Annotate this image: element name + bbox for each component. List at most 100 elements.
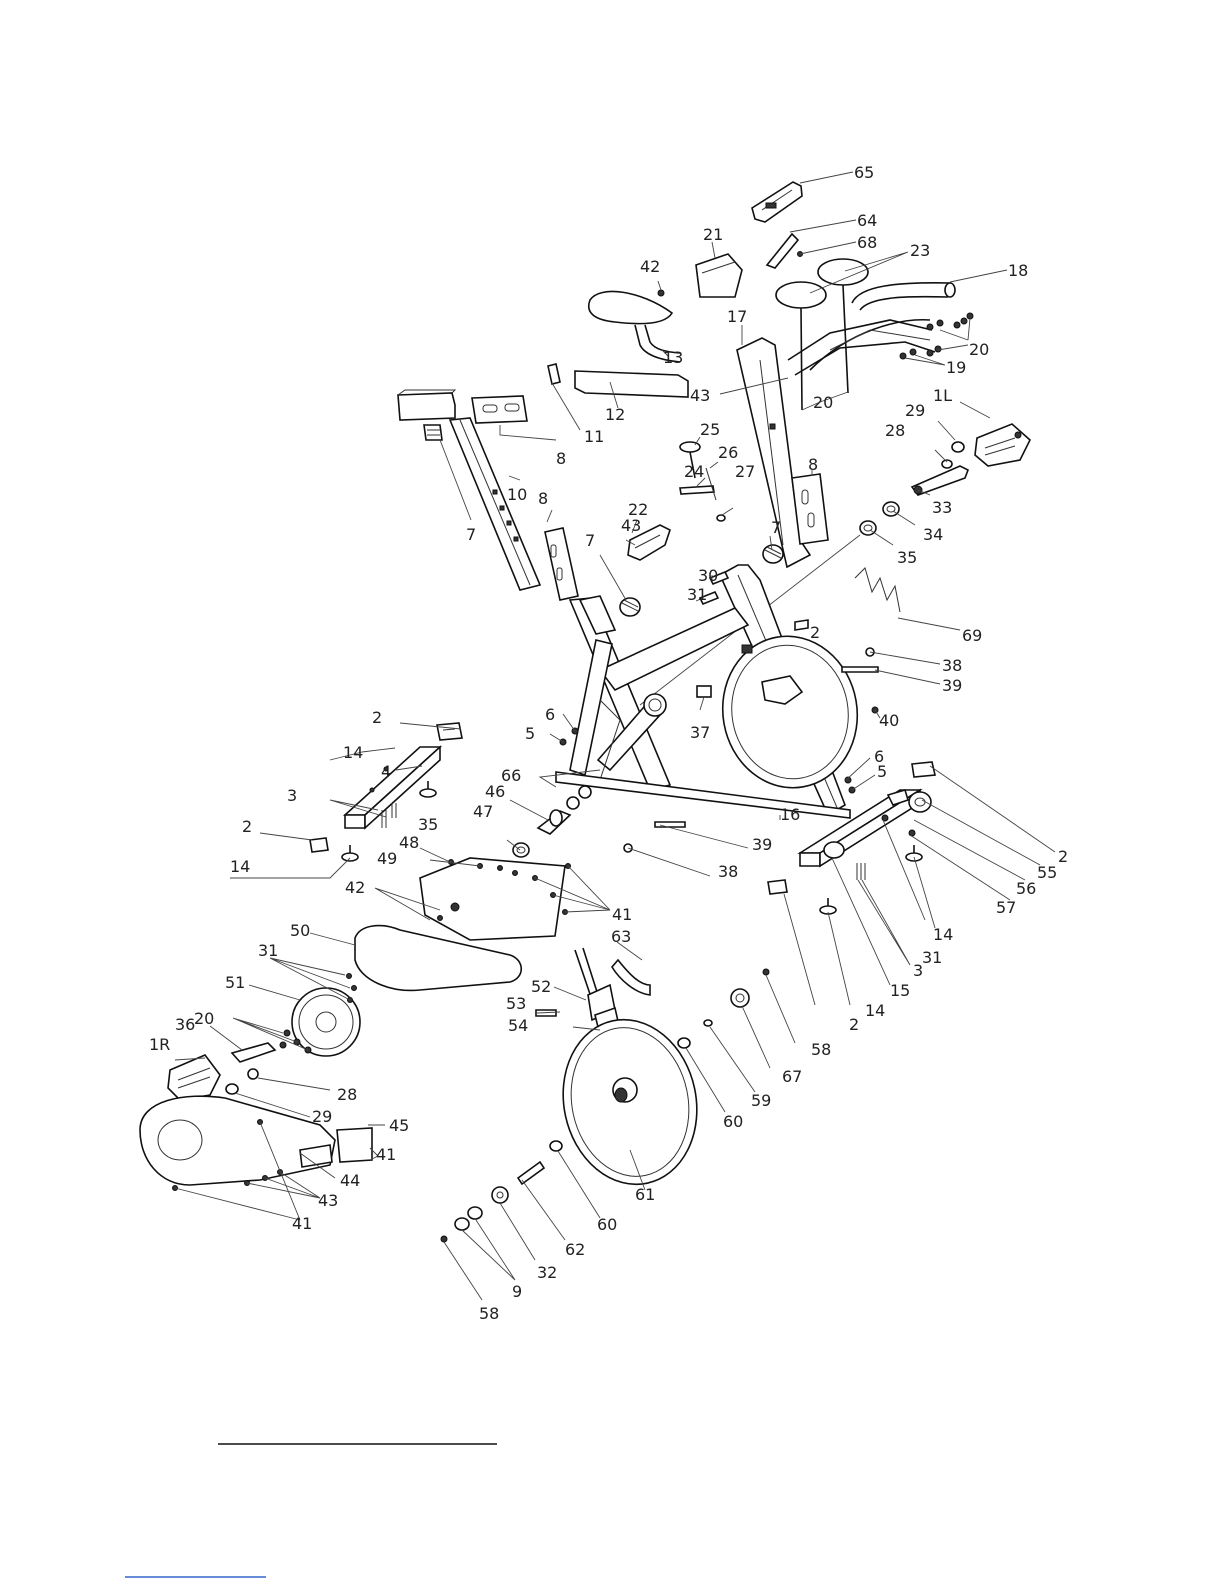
label-20: 20 — [194, 1009, 214, 1028]
part-21-clamp — [696, 254, 742, 297]
label-54: 54 — [508, 1016, 528, 1035]
label-69: 69 — [962, 626, 982, 645]
label-4: 4 — [381, 762, 391, 781]
label-31: 31 — [258, 941, 278, 960]
label-60: 60 — [597, 1215, 617, 1234]
label-25: 25 — [700, 420, 720, 439]
label-29: 29 — [905, 401, 925, 420]
label-1L: 1L — [933, 386, 952, 405]
part-12-slider — [575, 371, 688, 397]
label-43: 43 — [690, 386, 710, 405]
label-13: 13 — [663, 348, 683, 367]
label-37: 37 — [690, 723, 710, 742]
label-32: 32 — [537, 1263, 557, 1282]
label-40: 40 — [879, 711, 899, 730]
label-2: 2 — [372, 708, 382, 727]
label-2: 2 — [1058, 847, 1068, 866]
label-14: 14 — [230, 857, 250, 876]
label-35: 35 — [897, 548, 917, 567]
label-55: 55 — [1037, 863, 1057, 882]
label-59: 59 — [751, 1091, 771, 1110]
part-4-rear-stabilizer — [310, 723, 462, 861]
label-2: 2 — [849, 1015, 859, 1034]
label-52: 52 — [531, 977, 551, 996]
label-39: 39 — [942, 676, 962, 695]
label-14: 14 — [865, 1001, 885, 1020]
label-34: 34 — [923, 525, 943, 544]
label-8: 8 — [538, 489, 548, 508]
label-12: 12 — [605, 405, 625, 424]
part-37 — [697, 686, 711, 697]
label-8: 8 — [556, 449, 566, 468]
part-11-clip — [548, 364, 560, 384]
label-28: 28 — [885, 421, 905, 440]
part-1R-pedal — [168, 1043, 275, 1100]
label-5: 5 — [525, 724, 535, 743]
label-39: 39 — [752, 835, 772, 854]
label-41: 41 — [376, 1145, 396, 1164]
label-2: 2 — [810, 623, 820, 642]
label-30: 30 — [698, 566, 718, 585]
label-11: 11 — [584, 427, 604, 446]
label-47: 47 — [473, 802, 493, 821]
label-46: 46 — [485, 782, 505, 801]
label-38: 38 — [718, 862, 738, 881]
label-41: 41 — [612, 905, 632, 924]
label-61: 61 — [635, 1185, 655, 1204]
part-69-spring — [855, 568, 900, 612]
label-42: 42 — [640, 257, 660, 276]
label-14: 14 — [343, 743, 363, 762]
part-8-sleeve — [472, 396, 527, 423]
parts-drawing — [125, 182, 1030, 1577]
label-21: 21 — [703, 225, 723, 244]
label-18: 18 — [1008, 261, 1028, 280]
label-6: 6 — [545, 705, 555, 724]
label-19: 19 — [946, 358, 966, 377]
label-45: 45 — [389, 1116, 409, 1135]
part-axle-spacers — [513, 786, 591, 857]
label-29: 29 — [312, 1107, 332, 1126]
label-7: 7 — [466, 525, 476, 544]
label-2: 2 — [242, 817, 252, 836]
label-20: 20 — [969, 340, 989, 359]
part-63-pad — [612, 960, 650, 995]
part-64-bracket — [767, 234, 803, 268]
label-51: 51 — [225, 973, 245, 992]
label-58: 58 — [479, 1304, 499, 1323]
label-16: 16 — [780, 805, 800, 824]
label-24: 24 — [684, 462, 704, 481]
label-3: 3 — [287, 786, 297, 805]
label-44: 44 — [340, 1171, 360, 1190]
part-8-frame-sleeve — [545, 528, 578, 600]
label-20: 20 — [813, 393, 833, 412]
label-62: 62 — [565, 1240, 585, 1259]
label-43: 43 — [621, 516, 641, 535]
label-35: 35 — [418, 815, 438, 834]
label-36: 36 — [175, 1015, 195, 1034]
label-56: 56 — [1016, 879, 1036, 898]
label-50: 50 — [290, 921, 310, 940]
part-23-knobs — [776, 259, 868, 410]
label-33: 33 — [932, 498, 952, 517]
label-58: 58 — [811, 1040, 831, 1059]
label-15: 15 — [890, 981, 910, 1000]
label-49: 49 — [377, 849, 397, 868]
label-41: 41 — [292, 1214, 312, 1233]
label-65: 65 — [854, 163, 874, 182]
label-38: 38 — [942, 656, 962, 675]
label-17: 17 — [727, 307, 747, 326]
label-64: 64 — [857, 211, 877, 230]
label-10: 10 — [507, 485, 527, 504]
label-42: 42 — [345, 878, 365, 897]
label-31: 31 — [687, 585, 707, 604]
label-7: 7 — [585, 531, 595, 550]
label-48: 48 — [399, 833, 419, 852]
part-48-inner-guard — [420, 858, 571, 940]
label-26: 26 — [718, 443, 738, 462]
label-9: 9 — [512, 1282, 522, 1301]
label-23: 23 — [910, 241, 930, 260]
label-7: 7 — [771, 518, 781, 537]
label-5: 5 — [877, 762, 887, 781]
label-27: 27 — [735, 462, 755, 481]
